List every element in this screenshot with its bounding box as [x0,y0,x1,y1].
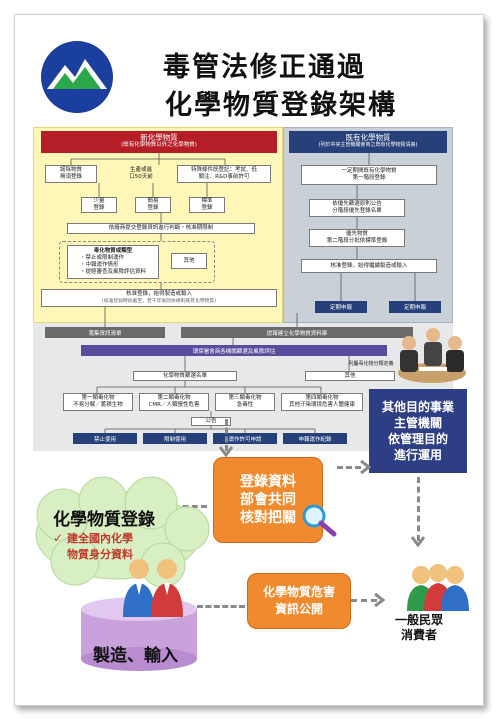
new-approval-note: (核准登錄時段截至，若干年後則依規則既有化學物質) [101,299,217,304]
connector-lines [70,153,416,433]
manufacturers-label: 製造、輸入 [93,646,178,666]
title-line-1: 毒管法修正通過 [163,52,366,83]
class1-box: 第一類毒化物 不易分解／蓄積生物 [63,393,133,411]
classification-note: 列屬毒化物分類定義 [348,361,394,367]
existing-chemicals-title: 既有化學物質 [345,133,391,142]
manufacturer-to-hazard-line [197,605,245,608]
simple-registration: 簡易 登錄 [135,197,171,213]
database-bar: 提報建立化學物質資料庫 [181,327,413,338]
stage2-registration: 優先物質 第二階段分批依標準登錄 [309,229,405,247]
hazard-group [59,241,215,283]
hazard-info-callout: 化學物質危害 資訊公開 [247,573,351,629]
new-chemicals-subtitle: (既有化學物質以外之化學物質) [121,142,197,148]
title-line-2: 化學物質登錄架構 [165,90,397,121]
review-box: 依廠商提交登錄資訊進行判斷・核准期限制 [67,223,255,234]
stage1-registration: 一定期間既有化學物質 第一階段登錄 [301,165,437,185]
special-condition-box: 特殊條件既登記：考試、低 關注、R&D事前許可 [177,165,271,183]
existing-chemicals-subtitle: (列於中央主管機關會商之既有化學物質清冊) [318,142,418,148]
periodic-report-badge: 定期申報 [315,301,367,313]
check-mark-icon: ✓ [53,531,64,545]
agencies-to-public-line [417,477,420,541]
new-approval-box: 核准登錄，始得製造或輸入 (核准登錄時段截至，若干年後則依規則既有化學物質) [41,289,277,307]
meeting-people-icon [398,328,466,383]
permit-bar: 運作許可申請 [213,433,277,444]
flow-to-review-line [225,419,228,451]
existing-chemicals-zone [283,127,453,323]
existing-chemicals-header: 既有化學物質 (列於中央主管機關會商之既有化學物質清冊) [289,131,447,153]
infographic-page: 毒管法修正通過 化學物質登錄架構 新化學物質 (既有化學物質以外之化學物質) 既… [14,14,484,706]
hazard-title: 毒化物質或類型 [93,248,133,254]
restrict-use-bar: 限制使用 [143,433,207,444]
hazard-box: 毒化物質或類型 ・禁止或限制運作 ・中報運作情形 ・提經審查及風險評估資料 [67,245,159,279]
new-chemicals-title: 新化學物質 [140,133,178,142]
arrow-down-icon [218,446,234,457]
other-box: 其他 [171,253,207,269]
hazard-to-public-line [351,599,377,602]
epa-logo [41,41,113,113]
standard-registration: 標準 登錄 [189,197,225,213]
business-people-icon [123,559,183,617]
existing-approval-box: 核准登錄，始得繼續製造或輸入 [301,259,437,273]
new-chemicals-header: 新化學物質 (既有化學物質以外之化學物質) [41,131,277,153]
arrow-right-icon-2 [374,592,385,608]
ban-use-bar: 禁止使用 [73,433,137,444]
arrow-right-icon [360,459,371,475]
class2-box: 第二類毒化物 CMR／人類慢性危害 [139,393,209,411]
magnifier-icon [302,504,337,537]
manufacturer-cylinder-shape [81,597,197,671]
priority-list: 依優先篩選原則公告 分階段優先登錄名單 [309,199,405,217]
class3-box: 第三類毒化物 急毒性 [215,393,275,411]
new-approval-text: 核准登錄，始得製造或輸入 [125,291,192,297]
hazard-items: ・禁止或限制運作 ・中報運作情形 ・提經審查及風險評估資料 [79,255,146,275]
collect-info-bar: 蒐集資訊清單 [45,327,165,338]
screening-list-box: 化學物質篩選名單 [133,371,237,381]
exempt-substance-box: 諾除物質 無須登錄 [45,165,97,183]
mountain-logo-icon [42,42,112,113]
assessment-bar: 環保署會商各機關篩選及風險評估 [81,345,387,356]
class4-box: 第四類毒化物 其他汙染環境危害人體健康 [281,393,363,411]
other-agencies-callout: 其他目的事業 主管機關 依管理目的 進行運用 [369,389,467,473]
registration-item: 建全國內化學 物質身分資料 [67,532,133,561]
arrow-down-icon-2 [410,536,426,547]
existing-periodic-report-badge: 定期申報 [389,301,441,313]
registration-title: 化學物質登錄 [53,510,155,530]
other-flow-box: 其他 [305,371,395,381]
public-people-icon [407,564,469,611]
timing-note: 生產或進 口50天前 [129,167,153,180]
public-label: 一般民眾 消費者 [395,613,444,642]
small-quantity-registration: 少量 登錄 [81,197,117,213]
announce-box: 公告 [191,417,231,426]
record-bar: 申報運作紀錄 [283,433,347,444]
arrow-to-agencies-line [337,466,361,469]
joint-review-callout: 登錄資料 部會共同 核對把關 [213,457,323,543]
